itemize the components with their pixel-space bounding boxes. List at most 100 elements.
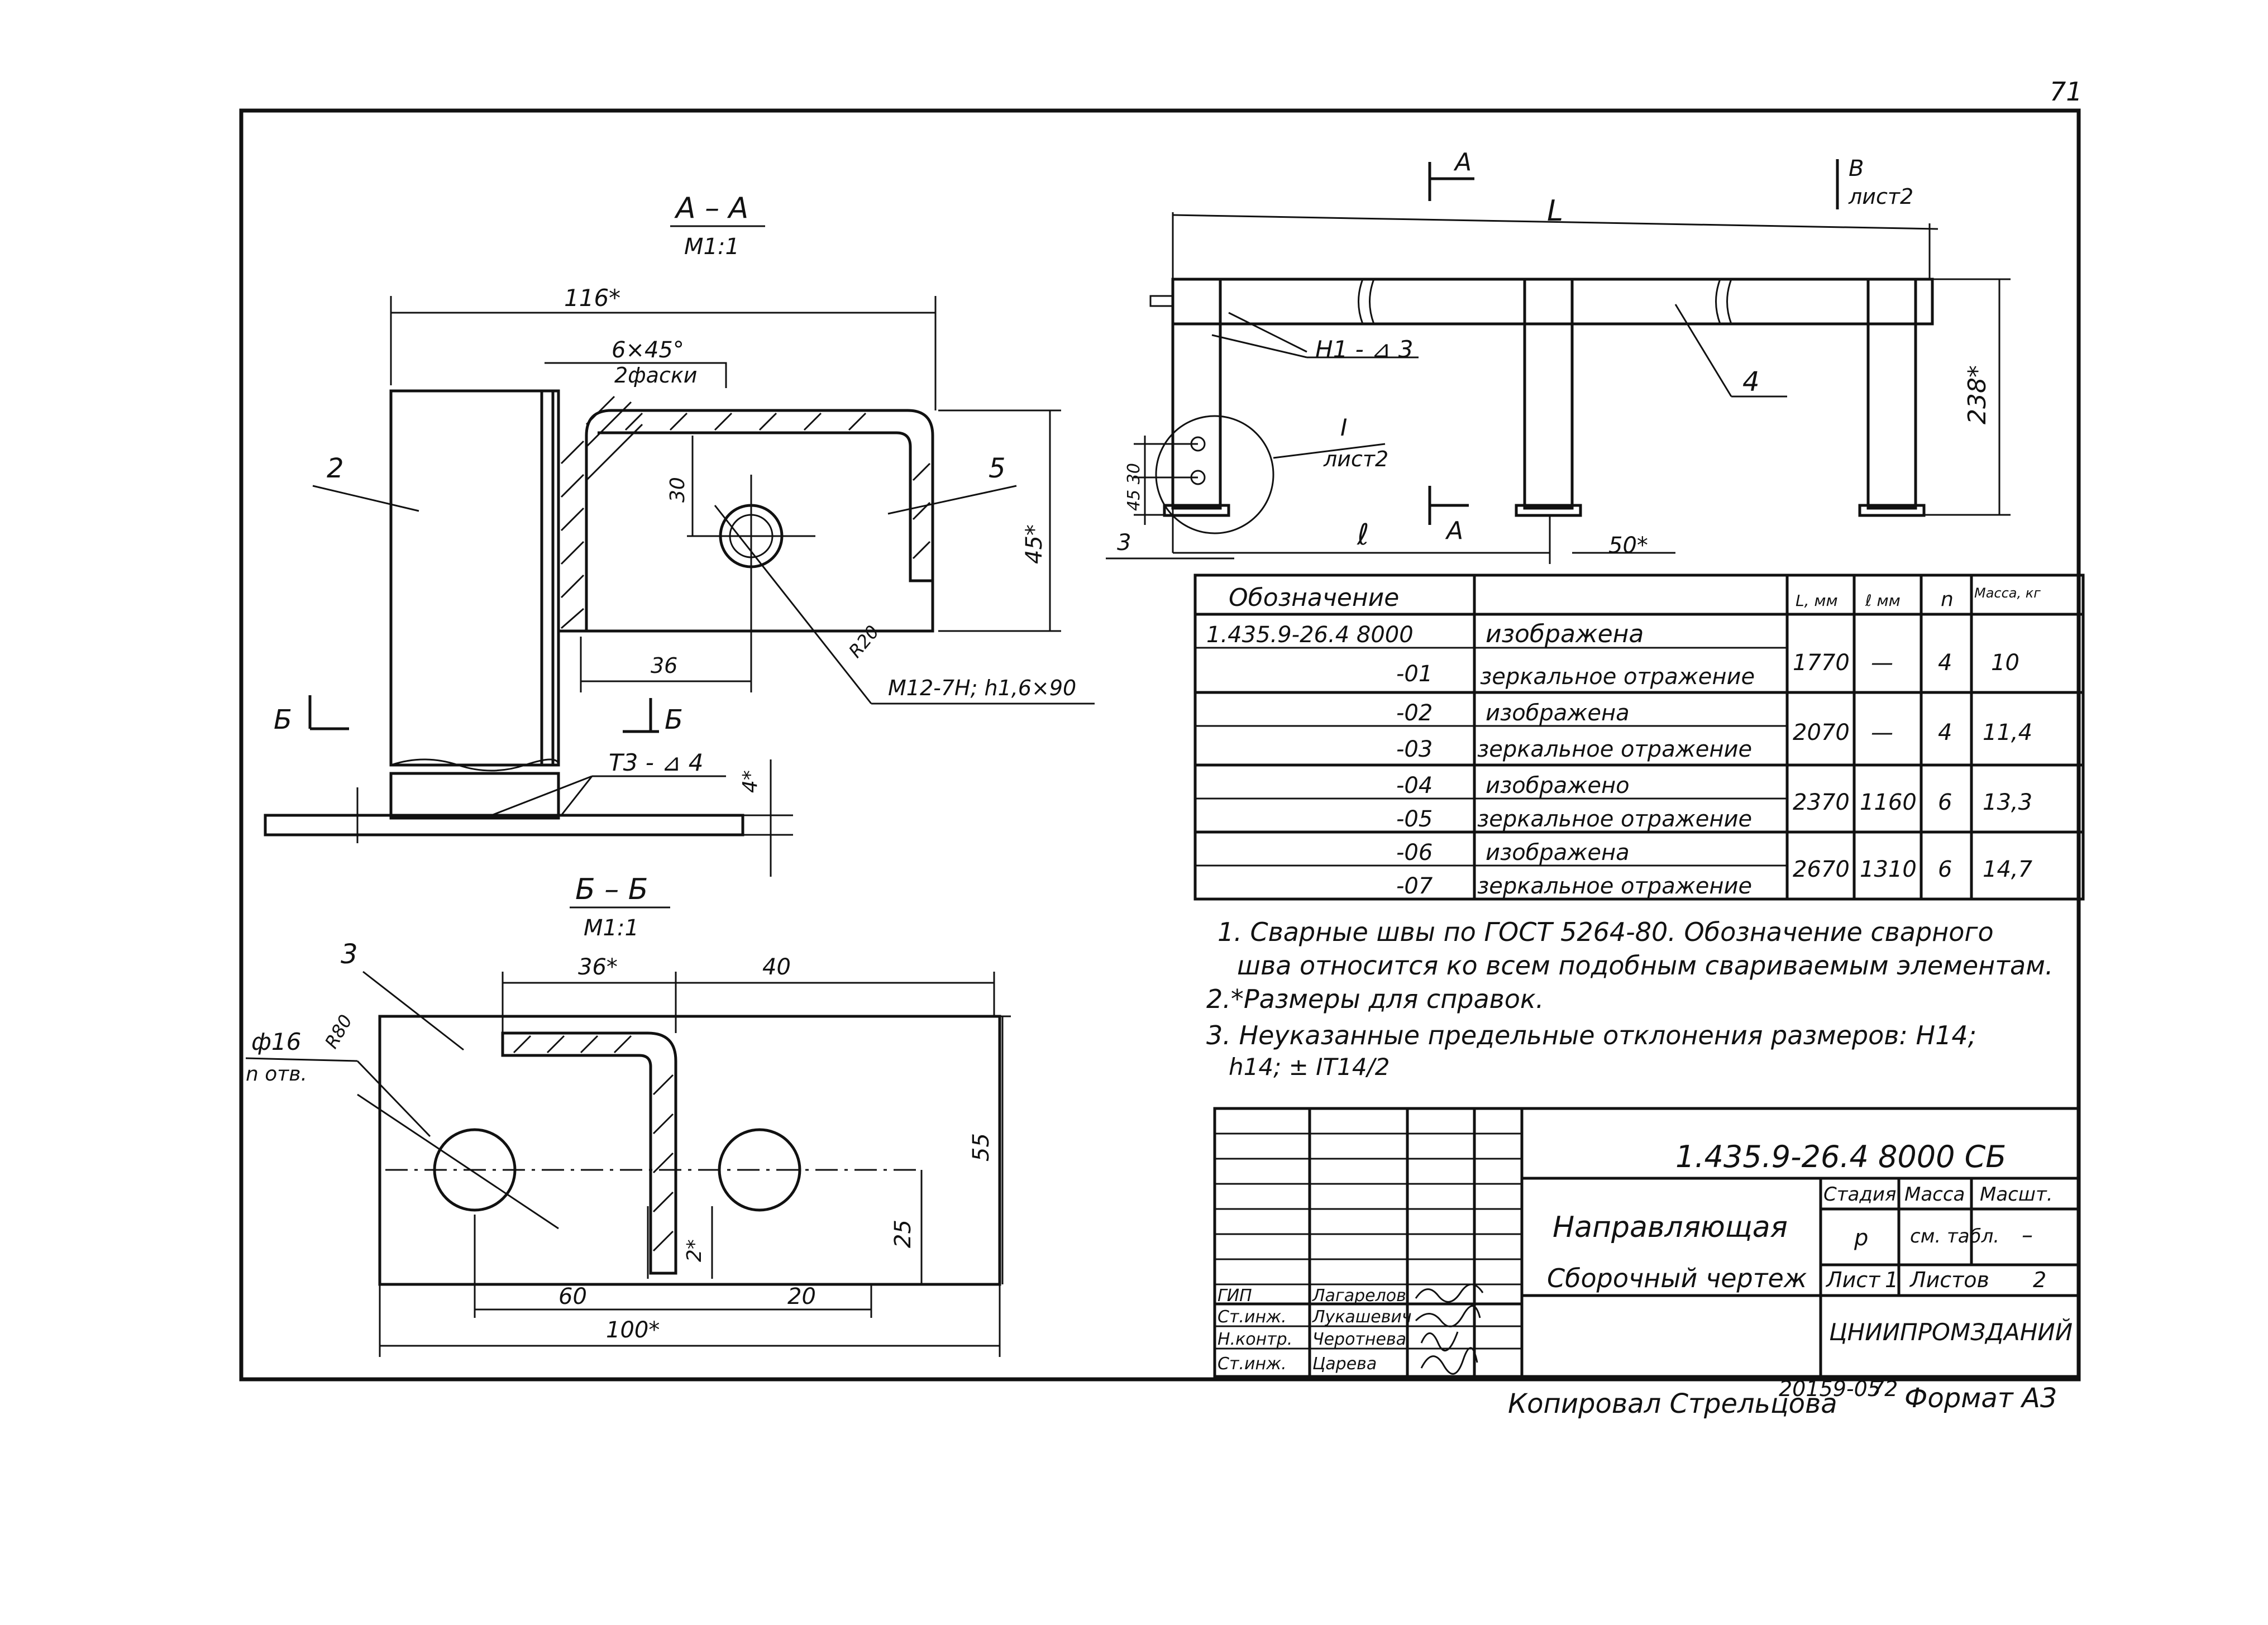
part-name: Направляющая	[1553, 1211, 1788, 1244]
row-desc-3: зеркальное отражение	[1477, 737, 1752, 762]
note-1: 1. Сварные швы по ГОСТ 5264-80. Обозначе…	[1217, 917, 1994, 947]
section-aa-scale: М1:1	[684, 234, 739, 260]
dim-25: 25	[890, 1220, 916, 1248]
view-b-sheet: лист2	[1848, 184, 1913, 209]
group-2-mass: 13,3	[1983, 790, 2032, 815]
dim-116: 116*	[564, 284, 620, 312]
scale-value: –	[2022, 1222, 2033, 1248]
stage-label: Стадия	[1823, 1183, 1896, 1206]
group-1-mass: 11,4	[1983, 720, 2032, 745]
group-2-L: 2370	[1793, 790, 1850, 815]
th-n: n	[1941, 588, 1954, 611]
group-1-L: 2070	[1793, 720, 1850, 745]
row-desc-2: изображена	[1486, 700, 1630, 726]
row-code-6: -06	[1396, 840, 1433, 866]
dim-45-30: 45 30	[1124, 463, 1144, 511]
section-bb-title: Б – Б	[575, 873, 648, 906]
dim-45: 45*	[1021, 524, 1047, 564]
group-0-n: 4	[1938, 650, 1952, 676]
th-L: L, мм	[1796, 591, 1838, 610]
row-desc-0: изображена	[1486, 620, 1644, 648]
th-designation: Обозначение	[1229, 584, 1399, 612]
cut-mark-b-left: Б	[274, 704, 292, 735]
group-3-mass: 14,7	[1983, 857, 2033, 882]
section-bb: Б – Б М1:1 ф16 n отв. R80 3	[245, 873, 1011, 1357]
row-code-2: -02	[1396, 700, 1433, 726]
group-0-l: —	[1871, 650, 1893, 676]
th-l: ℓ мм	[1865, 591, 1901, 610]
chamfer-label: 6×45°	[612, 337, 684, 363]
part-type: Сборочный чертеж	[1547, 1263, 1807, 1293]
organization: ЦНИИПРОМЗДАНИЙ	[1829, 1318, 2073, 1346]
staff-role-0: ГИП	[1217, 1286, 1252, 1306]
sheets-label: Листов	[1909, 1268, 1989, 1292]
doc-number-2: 72	[1871, 1377, 1898, 1401]
row-code-5: -05	[1396, 806, 1433, 832]
hole-label: ф16	[251, 1028, 301, 1055]
page-number: 71	[2050, 77, 2083, 107]
mass-label: Масса	[1904, 1183, 1965, 1206]
row-desc-5: зеркальное отражение	[1477, 806, 1752, 832]
cut-mark-b-right: Б	[665, 704, 683, 735]
group-2-n: 6	[1938, 790, 1952, 815]
callout-5: 5	[989, 453, 1006, 484]
callout-4: 4	[1742, 366, 1760, 398]
row-code-4: -04	[1396, 773, 1433, 799]
staff-role-2: Н.контр.	[1217, 1330, 1292, 1349]
row-code-3: -03	[1396, 737, 1433, 762]
radius-r80: R80	[321, 1011, 356, 1052]
staff-name-0: Лагарелов	[1312, 1286, 1406, 1306]
radius-r20: R20	[844, 621, 884, 662]
spec-table: Обозначение L, мм ℓ мм n Масса, кг 1.435…	[1193, 573, 2085, 901]
group-3-n: 6	[1938, 857, 1952, 882]
th-mass: Масса, кг	[1974, 585, 2041, 601]
signature-2	[1420, 1331, 1459, 1351]
row-desc-7: зеркальное отражение	[1477, 873, 1752, 899]
staff-name-1: Лукашевич	[1312, 1307, 1412, 1327]
dim-36: 36	[651, 653, 677, 678]
stage-value: р	[1854, 1225, 1868, 1251]
dim-l-small: ℓ	[1357, 518, 1369, 552]
doc-number: 20159-05	[1779, 1377, 1881, 1401]
footer: Копировал Стрельцова 20159-05 72 Формат …	[1508, 1377, 2057, 1420]
chamfer-note: 2фаски	[614, 363, 698, 388]
thread-label: М12-7Н; h1,6×90	[888, 676, 1076, 700]
scale-label: Масшт.	[1980, 1183, 2053, 1206]
dim-238: 238*	[1963, 365, 1992, 424]
row-desc-1: зеркальное отражение	[1480, 664, 1755, 690]
dim-100: 100*	[606, 1317, 660, 1343]
sheet-label: Лист	[1825, 1268, 1881, 1292]
sheets-value: 2	[2033, 1268, 2046, 1292]
dim-4: 4*	[739, 770, 762, 793]
note-2: 2.*Размеры для справок.	[1206, 984, 1544, 1014]
dim-60: 60	[558, 1284, 587, 1309]
cut-a-bottom: А	[1445, 517, 1463, 545]
elevation-view: А В лист2 L Н1 - ⊿ 3 4	[1106, 148, 2011, 564]
dim-3: 3	[1117, 530, 1131, 556]
cut-a-top: А	[1453, 148, 1472, 176]
copied-by: Копировал Стрельцова	[1508, 1388, 1837, 1420]
dim-2: 2*	[683, 1239, 706, 1262]
group-1-n: 4	[1938, 720, 1952, 745]
note-3b: h14; ± IT14/2	[1229, 1053, 1390, 1081]
format: Формат А3	[1904, 1383, 2057, 1414]
section-aa-title: А – А	[674, 192, 748, 225]
group-0-L: 1770	[1793, 650, 1850, 676]
row-code-1: -01	[1396, 661, 1433, 687]
doc-code: 1.435.9-26.4 8000 СБ	[1675, 1139, 2006, 1174]
view-b: В	[1849, 156, 1864, 181]
group-0-mass: 10	[1991, 650, 2019, 676]
mass-value: см. табл.	[1910, 1225, 1999, 1248]
group-3-L: 2670	[1793, 857, 1850, 882]
title-block: 1.435.9-26.4 8000 СБ Направляющая Сбороч…	[1213, 1107, 2081, 1378]
dim-30: 30	[666, 477, 689, 503]
note-1b: шва относится ко всем подобным свариваем…	[1237, 950, 2054, 981]
callout-2: 2	[327, 453, 344, 484]
detail-i: I	[1340, 414, 1347, 441]
dim-50: 50*	[1608, 533, 1648, 558]
signature-3	[1420, 1347, 1478, 1375]
group-1-l: —	[1871, 720, 1893, 745]
staff-role-3: Ст.инж.	[1217, 1354, 1287, 1374]
staff-name-3: Царева	[1312, 1354, 1377, 1374]
